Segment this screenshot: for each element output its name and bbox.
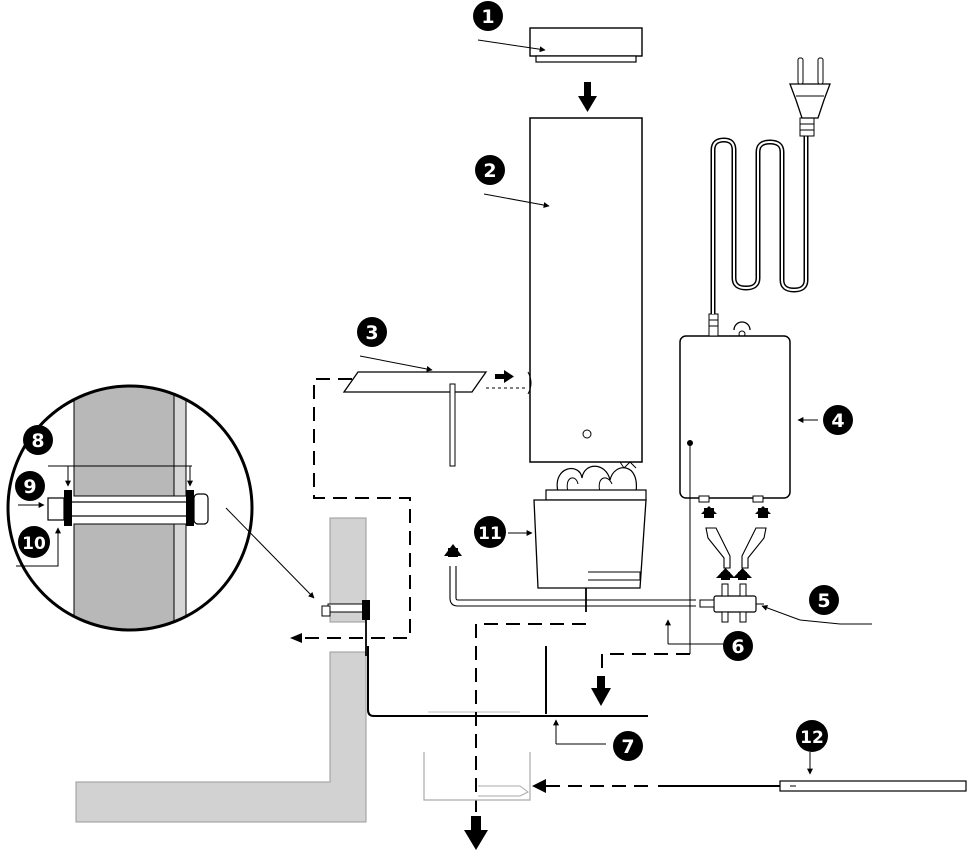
lower-module-part [508, 465, 647, 589]
callout-4: 4 [823, 405, 853, 435]
callout-10: 10 [18, 526, 50, 558]
callout-7: 7 [613, 731, 643, 761]
control-box-part [679, 57, 831, 654]
callout-2: 2 [475, 155, 505, 185]
assembly-arrow-down [578, 82, 597, 112]
callout-9: 9 [15, 471, 45, 501]
svg-text:10: 10 [22, 534, 46, 554]
svg-text:11: 11 [478, 524, 502, 544]
callout-8: 8 [23, 425, 53, 455]
drain-tubing [444, 544, 696, 612]
svg-text:4: 4 [831, 410, 844, 432]
dashed-path-box-to-shelf [601, 653, 690, 672]
callout-5: 5 [809, 585, 839, 615]
svg-text:8: 8 [31, 430, 44, 452]
manifold-part [699, 506, 872, 625]
svg-text:5: 5 [817, 590, 830, 612]
shelf-part [367, 646, 648, 745]
tubing-pointer-6 [665, 619, 726, 645]
rod-part [658, 752, 967, 792]
svg-text:9: 9 [23, 476, 36, 498]
callout-11: 11 [474, 516, 506, 548]
callout-12: 12 [796, 720, 828, 752]
lid-part [477, 27, 643, 63]
detail-magnifier [6, 384, 315, 632]
housing-part [483, 117, 643, 469]
svg-text:6: 6 [731, 636, 744, 658]
svg-text:7: 7 [621, 736, 634, 758]
bracket-plate-part [342, 355, 514, 467]
callout-1: 1 [473, 1, 503, 31]
svg-text:12: 12 [800, 728, 824, 748]
svg-text:2: 2 [483, 160, 496, 182]
dashed-path-to-bottom [475, 623, 586, 812]
callout-6: 6 [723, 631, 753, 661]
svg-text:1: 1 [481, 6, 494, 28]
dashed-path-plate-to-wall [300, 378, 411, 639]
callout-3: 3 [357, 317, 387, 347]
svg-text:3: 3 [365, 322, 378, 344]
assembly-arrow-down-shelf [591, 676, 611, 706]
faded-tray-part [423, 752, 531, 801]
assembly-arrow-down-bottom [464, 816, 488, 850]
wall-section [75, 517, 370, 823]
